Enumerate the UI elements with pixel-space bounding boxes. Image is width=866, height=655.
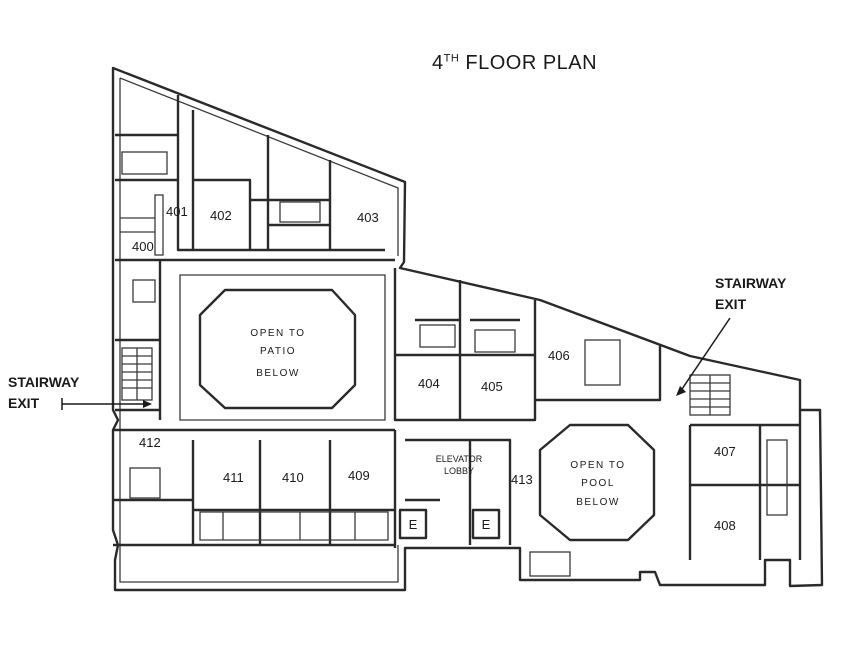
restroom-fixtures-nw	[121, 151, 168, 175]
room-412-label: 412	[139, 435, 161, 450]
building-inner-outline	[119, 77, 399, 583]
room-408-label: 408	[714, 518, 736, 533]
pool-void	[538, 423, 656, 542]
restroom-fixtures-404	[419, 324, 456, 348]
room-405-label: 405	[481, 379, 503, 394]
elevator-lobby-line1: ELEVATOR	[436, 454, 483, 464]
east-wing-rooms	[688, 410, 802, 560]
room-407-label: 407	[714, 444, 736, 459]
elevator-1	[398, 508, 428, 540]
right-exit-line1: STAIRWAY	[715, 275, 787, 291]
patio-corridor	[179, 274, 386, 421]
north-wing-rooms	[115, 95, 395, 262]
east-stair-treads	[690, 375, 730, 415]
pool-label-line2: POOL	[581, 478, 615, 489]
pool-restroom	[529, 551, 571, 577]
elevator-1-label: E	[409, 517, 418, 532]
title-floor-number: 4	[432, 52, 444, 74]
room-410-label: 410	[282, 470, 304, 485]
patio-label-line2: PATIO	[260, 346, 296, 357]
floor-plan-title: 4TH FLOOR PLAN	[432, 52, 597, 75]
room-412-closet	[129, 467, 161, 499]
left-exit-line2: EXIT	[8, 395, 40, 411]
elevator-lobby-line2: LOBBY	[444, 466, 474, 476]
elevator-2-label: E	[482, 517, 491, 532]
elevator-lobby-walls	[405, 438, 512, 545]
building-outline	[111, 66, 824, 592]
left-stairway-exit-label: STAIRWAY EXIT	[8, 372, 118, 414]
room-413-label: 413	[511, 472, 533, 487]
west-stair-treads	[122, 348, 152, 400]
patio-label-line1: OPEN TO	[250, 328, 305, 339]
restroom-fixtures-405	[474, 329, 516, 353]
restroom-fixtures-406	[584, 339, 621, 386]
pool-label-line1: OPEN TO	[570, 460, 625, 471]
stair-rail-400	[154, 194, 164, 256]
south-rooms	[113, 428, 397, 548]
room-409-label: 409	[348, 468, 370, 483]
right-exit-arrowhead	[676, 386, 686, 396]
room-401-label: 401	[166, 204, 188, 219]
title-text: FLOOR PLAN	[465, 52, 598, 74]
left-exit-arrowhead	[143, 400, 152, 408]
restroom-fixtures-402	[279, 201, 321, 223]
pool-label-line3: BELOW	[576, 497, 620, 508]
left-exit-line1: STAIRWAY	[8, 374, 80, 390]
room-404-label: 404	[418, 376, 440, 391]
west-wing-walls	[115, 260, 162, 420]
right-exit-line2: EXIT	[715, 296, 747, 312]
east-mid-rooms	[393, 268, 662, 422]
patio-label-line3: BELOW	[256, 368, 300, 379]
restroom-fixtures-407	[766, 439, 788, 516]
right-stairway-exit-label: STAIRWAY EXIT	[715, 273, 825, 315]
south-restroom-strip	[199, 511, 389, 541]
room-406-label: 406	[548, 348, 570, 363]
room-400-partition	[120, 217, 155, 233]
room-402-label: 402	[210, 208, 232, 223]
title-floor-suffix: TH	[443, 52, 460, 65]
elevator-2	[471, 508, 501, 540]
west-restroom	[132, 279, 156, 303]
right-exit-arrow	[679, 317, 731, 393]
room-411-label: 411	[223, 470, 244, 485]
room-403-label: 403	[357, 210, 379, 225]
room-400-label: 400	[132, 239, 154, 254]
patio-void	[198, 288, 357, 410]
